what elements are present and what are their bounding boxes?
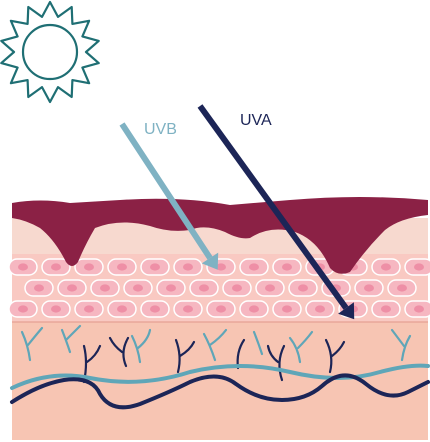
capillary [202, 328, 228, 362]
uvb-ray: UVB [119, 121, 219, 270]
sun-rays [0, 0, 100, 104]
cell-nucleus [414, 263, 424, 271]
capillary [60, 324, 82, 354]
cell-nucleus [381, 263, 391, 271]
cell-nucleus [150, 263, 160, 271]
cell-nucleus [249, 263, 259, 271]
elastin-fiber [10, 373, 430, 410]
cell-nucleus [84, 305, 94, 313]
cell-nucleus [397, 284, 407, 292]
cell-nucleus [150, 305, 160, 313]
capillary [252, 330, 264, 356]
uvb-label: UVB [144, 121, 177, 138]
cell-nucleus [216, 305, 226, 313]
sun-disc [21, 23, 79, 81]
cell-nucleus [265, 284, 275, 292]
skin-cross-section [8, 197, 430, 440]
cell-nucleus [282, 305, 292, 313]
uva-arrowhead [338, 302, 355, 320]
uva-arrow-icon [197, 104, 349, 310]
cell-nucleus [100, 284, 110, 292]
dermal-fibers [10, 324, 430, 410]
cell-nucleus [414, 305, 424, 313]
uvb-arrowhead [201, 252, 219, 270]
uva-label: UVA [240, 112, 272, 129]
cell-nucleus [183, 305, 193, 313]
cell-nucleus [18, 263, 28, 271]
capillary [130, 328, 152, 364]
uvb-arrow-icon [119, 122, 213, 260]
nerve-branch [324, 338, 346, 374]
capillary [20, 326, 44, 362]
cell-nucleus [117, 263, 127, 271]
nerve-branch [108, 336, 130, 368]
cell-nucleus [232, 284, 242, 292]
cell-nucleus [298, 284, 308, 292]
cell-nucleus [133, 284, 143, 292]
sun-icon [0, 0, 100, 104]
nerve-branch [266, 344, 286, 382]
cell-nucleus [282, 263, 292, 271]
collagen-fiber [10, 363, 430, 390]
cell-grid [8, 258, 430, 318]
nerve-branch [174, 338, 196, 374]
cell-nucleus [18, 305, 28, 313]
cell-nucleus [216, 263, 226, 271]
cell-nucleus [34, 284, 44, 292]
cell-nucleus [183, 263, 193, 271]
cell-nucleus [364, 284, 374, 292]
cell-nucleus [315, 305, 325, 313]
cell-nucleus [166, 284, 176, 292]
uva-ray: UVA [197, 104, 355, 320]
cell-nucleus [51, 263, 61, 271]
cell-nucleus [84, 263, 94, 271]
capillary [390, 328, 412, 362]
cell-nucleus [249, 305, 259, 313]
cell-nucleus [67, 284, 77, 292]
epidermis-surface [12, 197, 428, 274]
cell-nucleus [51, 305, 61, 313]
cell-nucleus [381, 305, 391, 313]
cell-nucleus [199, 284, 209, 292]
capillary [288, 330, 314, 364]
cell-nucleus [117, 305, 127, 313]
